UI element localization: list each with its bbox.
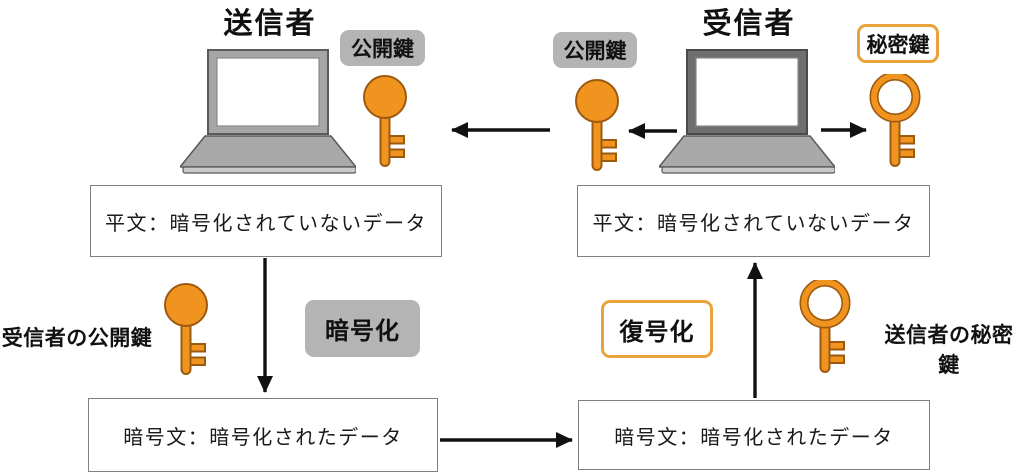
receiver-ciphertext-box: 暗号文：暗号化されたデータ: [578, 400, 930, 470]
sender-ciphertext-box: 暗号文：暗号化されたデータ: [88, 398, 438, 472]
sender-title: 送信者: [223, 6, 317, 40]
encrypt-badge: 暗号化: [305, 300, 420, 357]
receiver-laptop-icon: [659, 49, 835, 174]
decrypt-badge: 復号化: [601, 300, 713, 358]
public-key-icon-center: [575, 79, 619, 171]
receiver-private-key-badge: 秘密鍵: [857, 24, 939, 63]
receiver-plaintext-box: 平文：暗号化されていないデータ: [577, 185, 930, 257]
sender-plaintext-box: 平文：暗号化されていないデータ: [90, 185, 442, 257]
encryption-key-label: 受信者の公開鍵: [1, 326, 153, 350]
center-public-key-badge: 公開鍵: [553, 32, 637, 68]
sender-laptop-icon: [180, 49, 356, 174]
decryption-key-icon: [799, 280, 851, 373]
private-key-icon-receiver-side: [869, 74, 921, 167]
decryption-key-label: 送信者の秘密鍵: [884, 323, 1014, 377]
public-key-icon-sender-side: [363, 75, 407, 167]
encryption-key-icon: [164, 283, 208, 375]
receiver-title: 受信者: [702, 6, 796, 40]
sender-public-key-badge: 公開鍵: [340, 30, 425, 66]
